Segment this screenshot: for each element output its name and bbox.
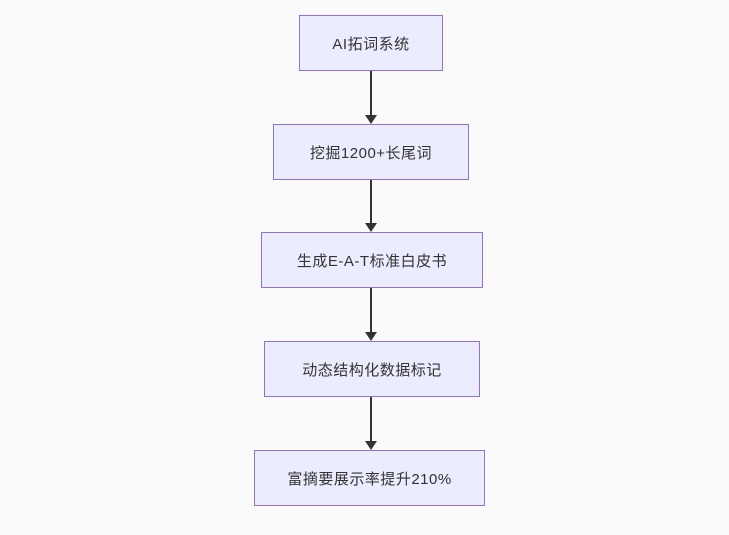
arrow-shaft bbox=[370, 397, 372, 443]
flow-node-eat-whitepaper: 生成E-A-T标准白皮书 bbox=[261, 232, 483, 288]
node-label: 生成E-A-T标准白皮书 bbox=[296, 252, 448, 270]
arrowhead-down-icon bbox=[365, 115, 377, 124]
arrow-shaft bbox=[370, 180, 372, 225]
flow-node-rich-snippet-result: 富摘要展示率提升210% bbox=[254, 450, 485, 506]
arrow-shaft bbox=[370, 288, 372, 334]
flow-arrow-1 bbox=[365, 71, 377, 124]
arrowhead-down-icon bbox=[365, 223, 377, 232]
node-label: 动态结构化数据标记 bbox=[302, 361, 442, 379]
arrowhead-down-icon bbox=[365, 441, 377, 450]
node-label: 挖掘1200+长尾词 bbox=[309, 144, 433, 162]
flow-arrow-2 bbox=[365, 180, 377, 232]
node-label: AI拓词系统 bbox=[332, 35, 410, 53]
arrowhead-down-icon bbox=[365, 332, 377, 341]
flow-arrow-4 bbox=[365, 397, 377, 450]
flow-node-longtail-keywords: 挖掘1200+长尾词 bbox=[273, 124, 469, 180]
node-label: 富摘要展示率提升210% bbox=[287, 470, 452, 488]
flow-node-structured-data-markup: 动态结构化数据标记 bbox=[264, 341, 480, 397]
flow-arrow-3 bbox=[365, 288, 377, 341]
arrow-shaft bbox=[370, 71, 372, 117]
flow-node-ai-keyword-system: AI拓词系统 bbox=[299, 15, 443, 71]
